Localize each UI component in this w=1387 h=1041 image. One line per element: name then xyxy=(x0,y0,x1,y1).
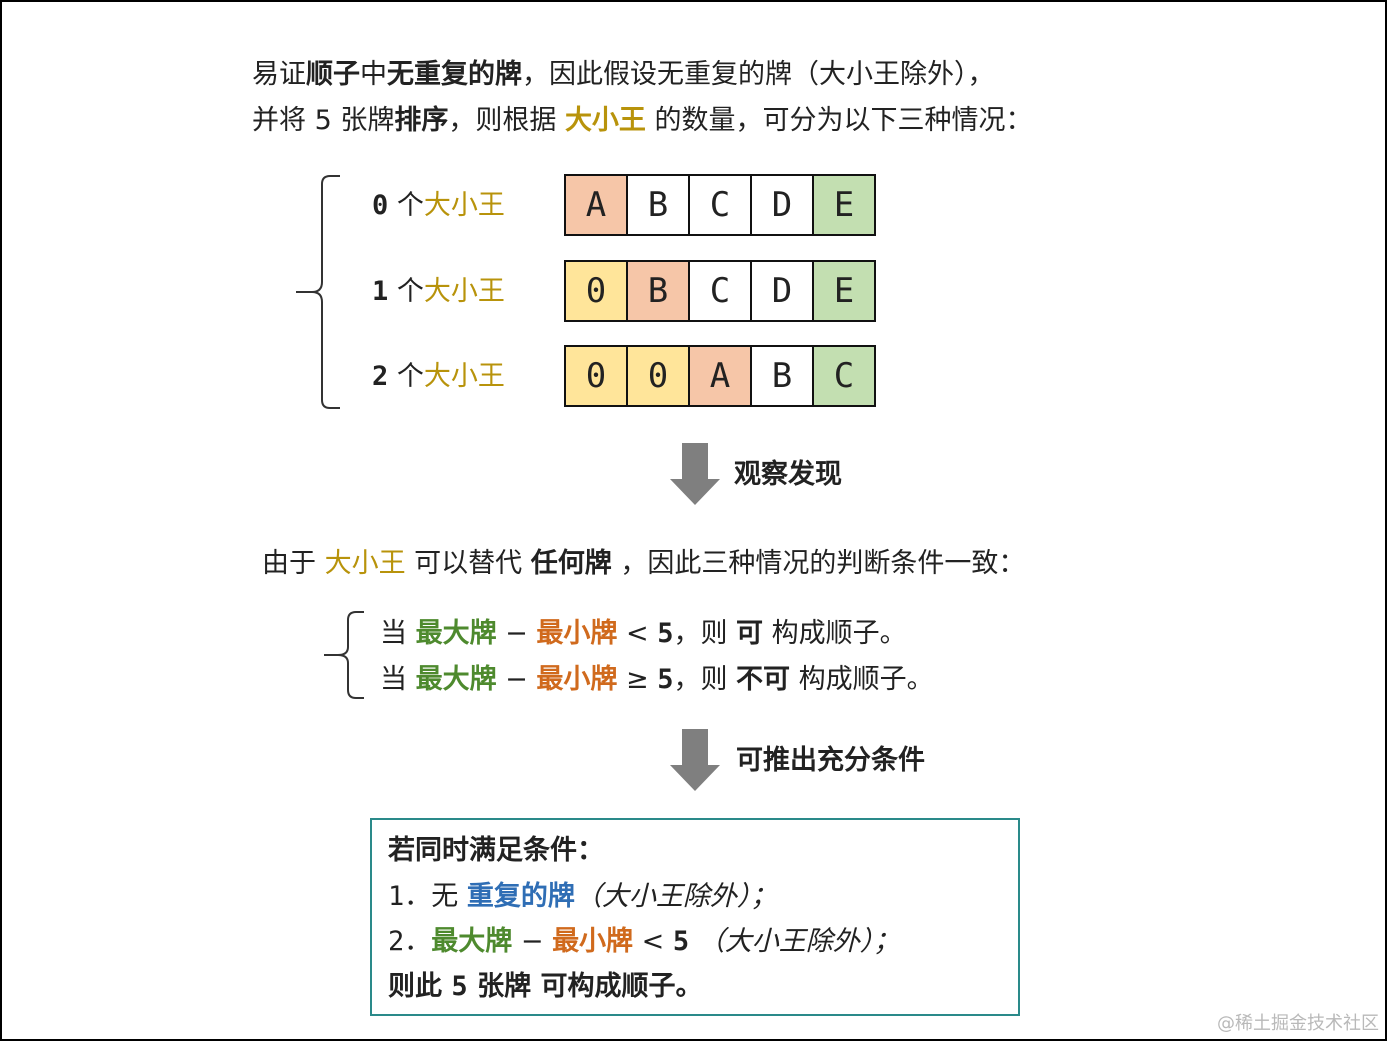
intro-text: ，则根据 xyxy=(448,105,565,136)
observation-text: 可以替代 xyxy=(405,548,531,579)
card: A xyxy=(566,176,628,234)
condition-text: 当 xyxy=(380,664,416,695)
intro-text: ，因此假设无重复的牌（大小王除外）， xyxy=(522,59,995,90)
intro-keyword-jokers: 大小王 xyxy=(564,105,646,136)
item-note: （大小王除外）； xyxy=(689,926,901,957)
item-text: 无 xyxy=(431,881,467,912)
conclusion-result: 则此 5 张牌 可构成顺子。 xyxy=(388,969,702,1005)
card: D xyxy=(752,176,814,234)
intro-text: 并将 5 张牌 xyxy=(252,105,395,136)
card: B xyxy=(628,262,690,320)
keyword-duplicate-cards: 重复的牌 xyxy=(466,881,575,912)
intro-text: 中 xyxy=(360,59,387,90)
keyword-min-card: 最小牌 xyxy=(536,618,618,649)
result-text: 可构成顺子。 xyxy=(540,971,703,1002)
threshold-number: 5 xyxy=(672,926,690,957)
conclusion-title: 若同时满足条件： xyxy=(388,835,604,866)
condition-line-2: 当 最大牌 − 最小牌 ≥ 5，则 不可 构成顺子。 xyxy=(380,662,934,698)
item-note: （大小王除外）； xyxy=(574,881,778,912)
cases-brace xyxy=(296,175,340,409)
joker-count: 0 xyxy=(372,190,389,221)
keyword-min-card: 最小牌 xyxy=(536,664,618,695)
down-arrow-icon xyxy=(670,729,720,791)
condition-line-1: 当 最大牌 − 最小牌 < 5，则 可 构成顺子。 xyxy=(380,616,907,652)
joker-count: 2 xyxy=(372,361,389,392)
condition-text: ，则 xyxy=(673,664,737,695)
card: C xyxy=(690,262,752,320)
arrow-label-observe: 观察发现 xyxy=(734,459,842,490)
observation-text: ，因此三种情况的判断条件一致： xyxy=(611,548,1026,579)
joker-word: 大小王 xyxy=(423,276,505,307)
case-label-2: 2 个大小王 xyxy=(372,359,505,395)
card: 0 xyxy=(566,347,628,405)
card-row-1: 0 B C D E xyxy=(564,260,876,322)
card: D xyxy=(752,262,814,320)
card: B xyxy=(752,347,814,405)
comparison-operator: < xyxy=(617,618,658,649)
minus-sign: − xyxy=(512,926,553,957)
card: A xyxy=(690,347,752,405)
joker-count-unit: 个 xyxy=(388,276,424,307)
comparison-operator: < xyxy=(633,926,673,957)
observation-keyword-any-card: 任何牌 xyxy=(530,548,612,579)
intro-keyword-no-duplicates: 无重复的牌 xyxy=(387,59,522,90)
threshold-number: 5 xyxy=(657,664,674,695)
keyword-max-card: 最大牌 xyxy=(415,664,497,695)
minus-sign: − xyxy=(496,664,537,695)
threshold-number: 5 xyxy=(657,618,674,649)
intro-keyword-sort: 排序 xyxy=(394,105,449,136)
card: E xyxy=(814,176,874,234)
case-label-1: 1 个大小王 xyxy=(372,274,505,310)
condition-text: 当 xyxy=(380,618,416,649)
watermark: @稀土掘金技术社区 xyxy=(1217,1013,1379,1034)
card: C xyxy=(814,347,874,405)
observation-text: 由于 xyxy=(262,548,325,579)
conclusion-box: 若同时满足条件： 1．无 重复的牌（大小王除外）； 2．最大牌 − 最小牌 < … xyxy=(370,818,1020,1016)
conclusion-item-1: 1．无 重复的牌（大小王除外）； xyxy=(388,879,777,915)
condition-text: 构成顺子。 xyxy=(790,664,934,695)
keyword-max-card: 最大牌 xyxy=(415,618,497,649)
arrow-label-derive: 可推出充分条件 xyxy=(736,745,925,776)
conclusion-item-2: 2．最大牌 − 最小牌 < 5 （大小王除外）； xyxy=(388,924,900,960)
intro-text: 的数量，可分为以下三种情况： xyxy=(645,105,1033,136)
result-text: 则此 xyxy=(388,971,452,1002)
item-index: 2． xyxy=(388,926,432,957)
case-label-0: 0 个大小王 xyxy=(372,188,505,224)
observation-keyword-jokers: 大小王 xyxy=(324,548,406,579)
card-row-0: A B C D E xyxy=(564,174,876,236)
keyword-min-card: 最小牌 xyxy=(552,926,634,957)
card: B xyxy=(628,176,690,234)
intro-line-1: 易证顺子中无重复的牌，因此假设无重复的牌（大小王除外）， xyxy=(252,57,995,93)
joker-count: 1 xyxy=(372,276,389,307)
condition-text: 构成顺子。 xyxy=(763,618,907,649)
result-number: 5 xyxy=(451,971,468,1002)
intro-keyword-straight: 顺子 xyxy=(306,59,360,90)
comparison-operator: ≥ xyxy=(617,664,658,695)
minus-sign: − xyxy=(496,618,537,649)
intro-text: 易证 xyxy=(252,59,306,90)
joker-word: 大小王 xyxy=(423,190,505,221)
intro-line-2: 并将 5 张牌排序，则根据 大小王 的数量，可分为以下三种情况： xyxy=(252,103,1033,139)
result-text: 张牌 xyxy=(467,971,541,1002)
joker-count-unit: 个 xyxy=(388,361,424,392)
down-arrow-icon xyxy=(670,443,720,505)
keyword-max-card: 最大牌 xyxy=(431,926,513,957)
conditions-brace xyxy=(324,611,364,699)
item-index: 1． xyxy=(388,881,432,912)
condition-text: ，则 xyxy=(673,618,737,649)
card: 0 xyxy=(628,347,690,405)
card: 0 xyxy=(566,262,628,320)
verdict: 可 xyxy=(736,618,764,649)
observation-line: 由于 大小王 可以替代 任何牌 ，因此三种情况的判断条件一致： xyxy=(262,546,1025,582)
card-row-2: 0 0 A B C xyxy=(564,345,876,407)
card: E xyxy=(814,262,874,320)
verdict: 不可 xyxy=(736,664,791,695)
joker-word: 大小王 xyxy=(423,361,505,392)
card: C xyxy=(690,176,752,234)
joker-count-unit: 个 xyxy=(388,190,424,221)
